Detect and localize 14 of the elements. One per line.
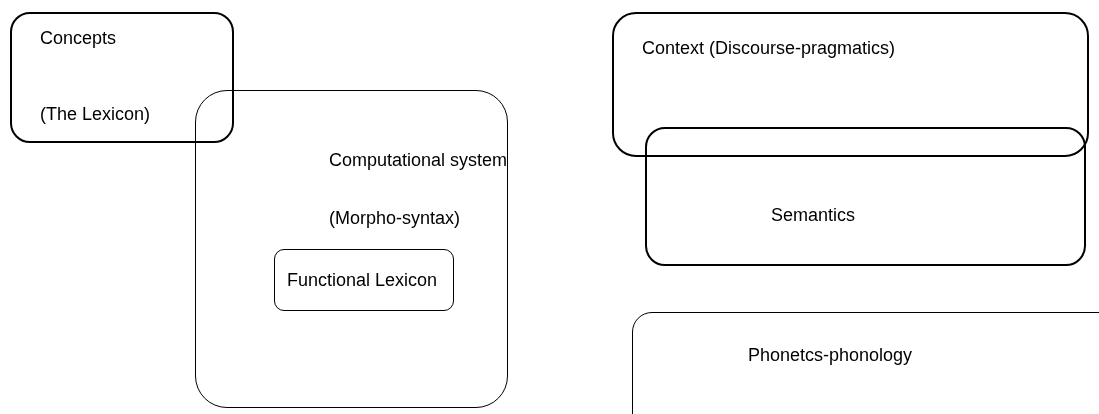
box-label: Phonetcs-phonology	[748, 344, 913, 366]
box-label: Semantics	[771, 204, 856, 226]
box-label: (Morpho-syntax)	[329, 207, 461, 229]
box-label: Context (Discourse-pragmatics)	[642, 37, 896, 59]
rounded-box	[612, 12, 1089, 157]
box-label: Concepts	[40, 27, 117, 49]
rounded-box	[10, 12, 234, 143]
box-label: Computational system	[329, 149, 508, 171]
rounded-box	[632, 312, 1099, 414]
box-label: Functional Lexicon	[287, 269, 438, 291]
rounded-box	[274, 249, 454, 311]
rounded-box	[195, 90, 508, 408]
box-label: (The Lexicon)	[40, 103, 151, 125]
rounded-box	[645, 127, 1086, 266]
